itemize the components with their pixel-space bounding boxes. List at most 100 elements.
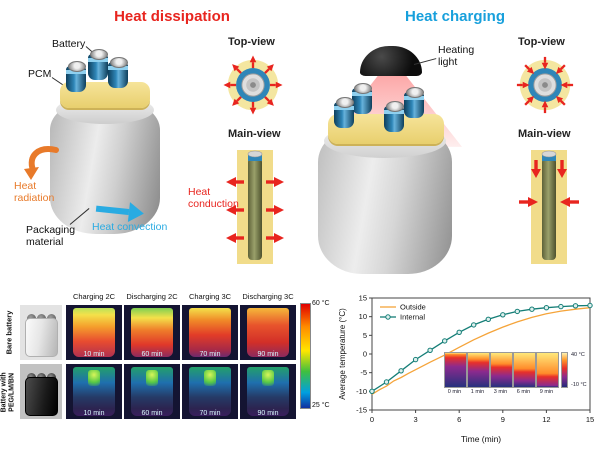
charging-top-view-label: Top-view [518, 36, 565, 48]
svg-text:0: 0 [370, 415, 374, 424]
inset-colorbar-labels: 40 °C -10 °C [571, 352, 587, 388]
outward-heat-arrows [223, 55, 283, 115]
svg-text:6: 6 [457, 415, 461, 424]
dissipation-top-view-diagram [223, 55, 283, 115]
row-label-bare-battery: Bare battery [4, 310, 14, 355]
svg-text:-10: -10 [356, 387, 367, 396]
thermal-col-header: Discharging 2C [126, 292, 178, 301]
thermal-silhouette [73, 367, 115, 416]
heat-convection-label: Heat convection [92, 221, 168, 233]
inset-thermal-image [444, 352, 467, 388]
thermal-image-bare-charging-3c: 70 min [182, 305, 238, 360]
colorbar-min-label: 25 °C [312, 402, 330, 409]
svg-text:12: 12 [542, 415, 550, 424]
thermal-time-label: 10 min [83, 410, 105, 417]
thermal-time-label: 10 min [83, 351, 105, 358]
svg-text:-15: -15 [356, 406, 367, 415]
heat-charging-title: Heat charging [404, 8, 506, 25]
inset-thermal-image [467, 352, 490, 388]
thermal-time-label: 60 min [141, 351, 163, 358]
thermal-image-pcm-discharging-2c: 60 min [124, 364, 180, 419]
inset-colorbar-max-label: 40 °C [571, 352, 585, 358]
thermal-image-pcm-charging-3c: 70 min [182, 364, 238, 419]
inset-thermal-image [536, 352, 559, 388]
thermal-time-label: 60 min [141, 410, 163, 417]
thermal-silhouette [247, 308, 289, 357]
inset-time-label: 6 min [516, 389, 531, 395]
dissipation-top-view-label: Top-view [228, 36, 275, 48]
battery-cylinder [352, 83, 372, 114]
battery-cylinder [88, 49, 108, 80]
inward-conduction-arrows [519, 160, 579, 207]
heat-radiation-label: Heat radiation [14, 180, 55, 205]
battery-cylinder [384, 101, 404, 132]
svg-text:0: 0 [363, 350, 367, 359]
row-label-pcm-battery: Battery with PEG/LM/BN [0, 372, 16, 413]
heat-dissipation-title: Heat dissipation [114, 8, 230, 25]
svg-text:10: 10 [359, 312, 367, 321]
inset-time-label: 0 min [447, 389, 462, 395]
svg-text:15: 15 [586, 415, 594, 424]
charging-main-view-diagram [519, 150, 579, 264]
inset-colorbar [561, 352, 568, 388]
charging-top-view-diagram [516, 56, 574, 114]
heating-light-label: Heating light [438, 44, 475, 69]
bare-battery-photo [20, 305, 62, 360]
pcm-battery-photo [20, 364, 62, 419]
thermal-time-label: 90 min [257, 351, 279, 358]
inset-thermal-cell: 1 min [467, 352, 490, 395]
thermal-col-header: Charging 3C [188, 292, 232, 301]
thermal-colorbar [300, 303, 311, 409]
inset-thermal-cell: 0 min [444, 352, 467, 395]
dissipation-main-view-diagram [226, 150, 284, 264]
inset-time-label: 3 min [493, 389, 508, 395]
inset-thermal-image [490, 352, 513, 388]
thermal-col-header: Charging 2C [72, 292, 116, 301]
outward-conduction-arrows [226, 177, 284, 243]
thermal-silhouette [73, 308, 115, 357]
inset-thermal-cell: 3 min [490, 352, 513, 395]
svg-text:Average temperature (°C): Average temperature (°C) [338, 308, 347, 400]
thermal-silhouette [247, 367, 289, 416]
thermal-image-bare-discharging-3c: 90 min [240, 305, 296, 360]
thermal-image-pcm-charging-2c: 10 min [66, 364, 122, 419]
charging-main-view-label: Main-view [518, 128, 571, 140]
inset-thermal-cell: 6 min [513, 352, 536, 395]
battery-cylinder [404, 87, 424, 118]
svg-text:5: 5 [363, 331, 367, 340]
thermal-silhouette [189, 308, 231, 357]
inset-thermal-image [513, 352, 536, 388]
thermal-image-pcm-discharging-3c: 90 min [240, 364, 296, 419]
inset-time-label: 9 min [539, 389, 554, 395]
heating-lamp [360, 46, 422, 76]
battery-label: Battery [52, 38, 86, 50]
battery-cylinder [334, 97, 354, 128]
thermal-time-label: 90 min [257, 410, 279, 417]
thermal-col-header: Discharging 3C [242, 292, 294, 301]
heat-radiation-arrow [24, 146, 59, 180]
thermal-silhouette [131, 367, 173, 416]
svg-text:Outside: Outside [400, 303, 426, 312]
dissipation-main-view-label: Main-view [228, 128, 281, 140]
battery-pack-body [25, 377, 58, 416]
colorbar-max-label: 60 °C [312, 300, 330, 307]
battery-cylinder [66, 61, 86, 92]
thermal-image-bare-charging-2c: 10 min [66, 305, 122, 360]
battery-pack-body [25, 318, 58, 357]
thermal-image-bare-discharging-2c: 60 min [124, 305, 180, 360]
heat-convection-arrow [95, 202, 144, 222]
thermal-time-label: 70 min [199, 410, 221, 417]
svg-text:9: 9 [501, 415, 505, 424]
thermal-silhouette [131, 308, 173, 357]
inset-time-label: 1 min [470, 389, 485, 395]
svg-text:-5: -5 [360, 368, 367, 377]
svg-text:Internal: Internal [400, 313, 425, 322]
heat-conduction-label: Heat conduction [188, 186, 239, 211]
svg-text:Time (min): Time (min) [461, 434, 501, 444]
inset-colorbar-min-label: -10 °C [571, 382, 587, 388]
thermal-silhouette [189, 367, 231, 416]
pcm-label: PCM [28, 68, 52, 80]
